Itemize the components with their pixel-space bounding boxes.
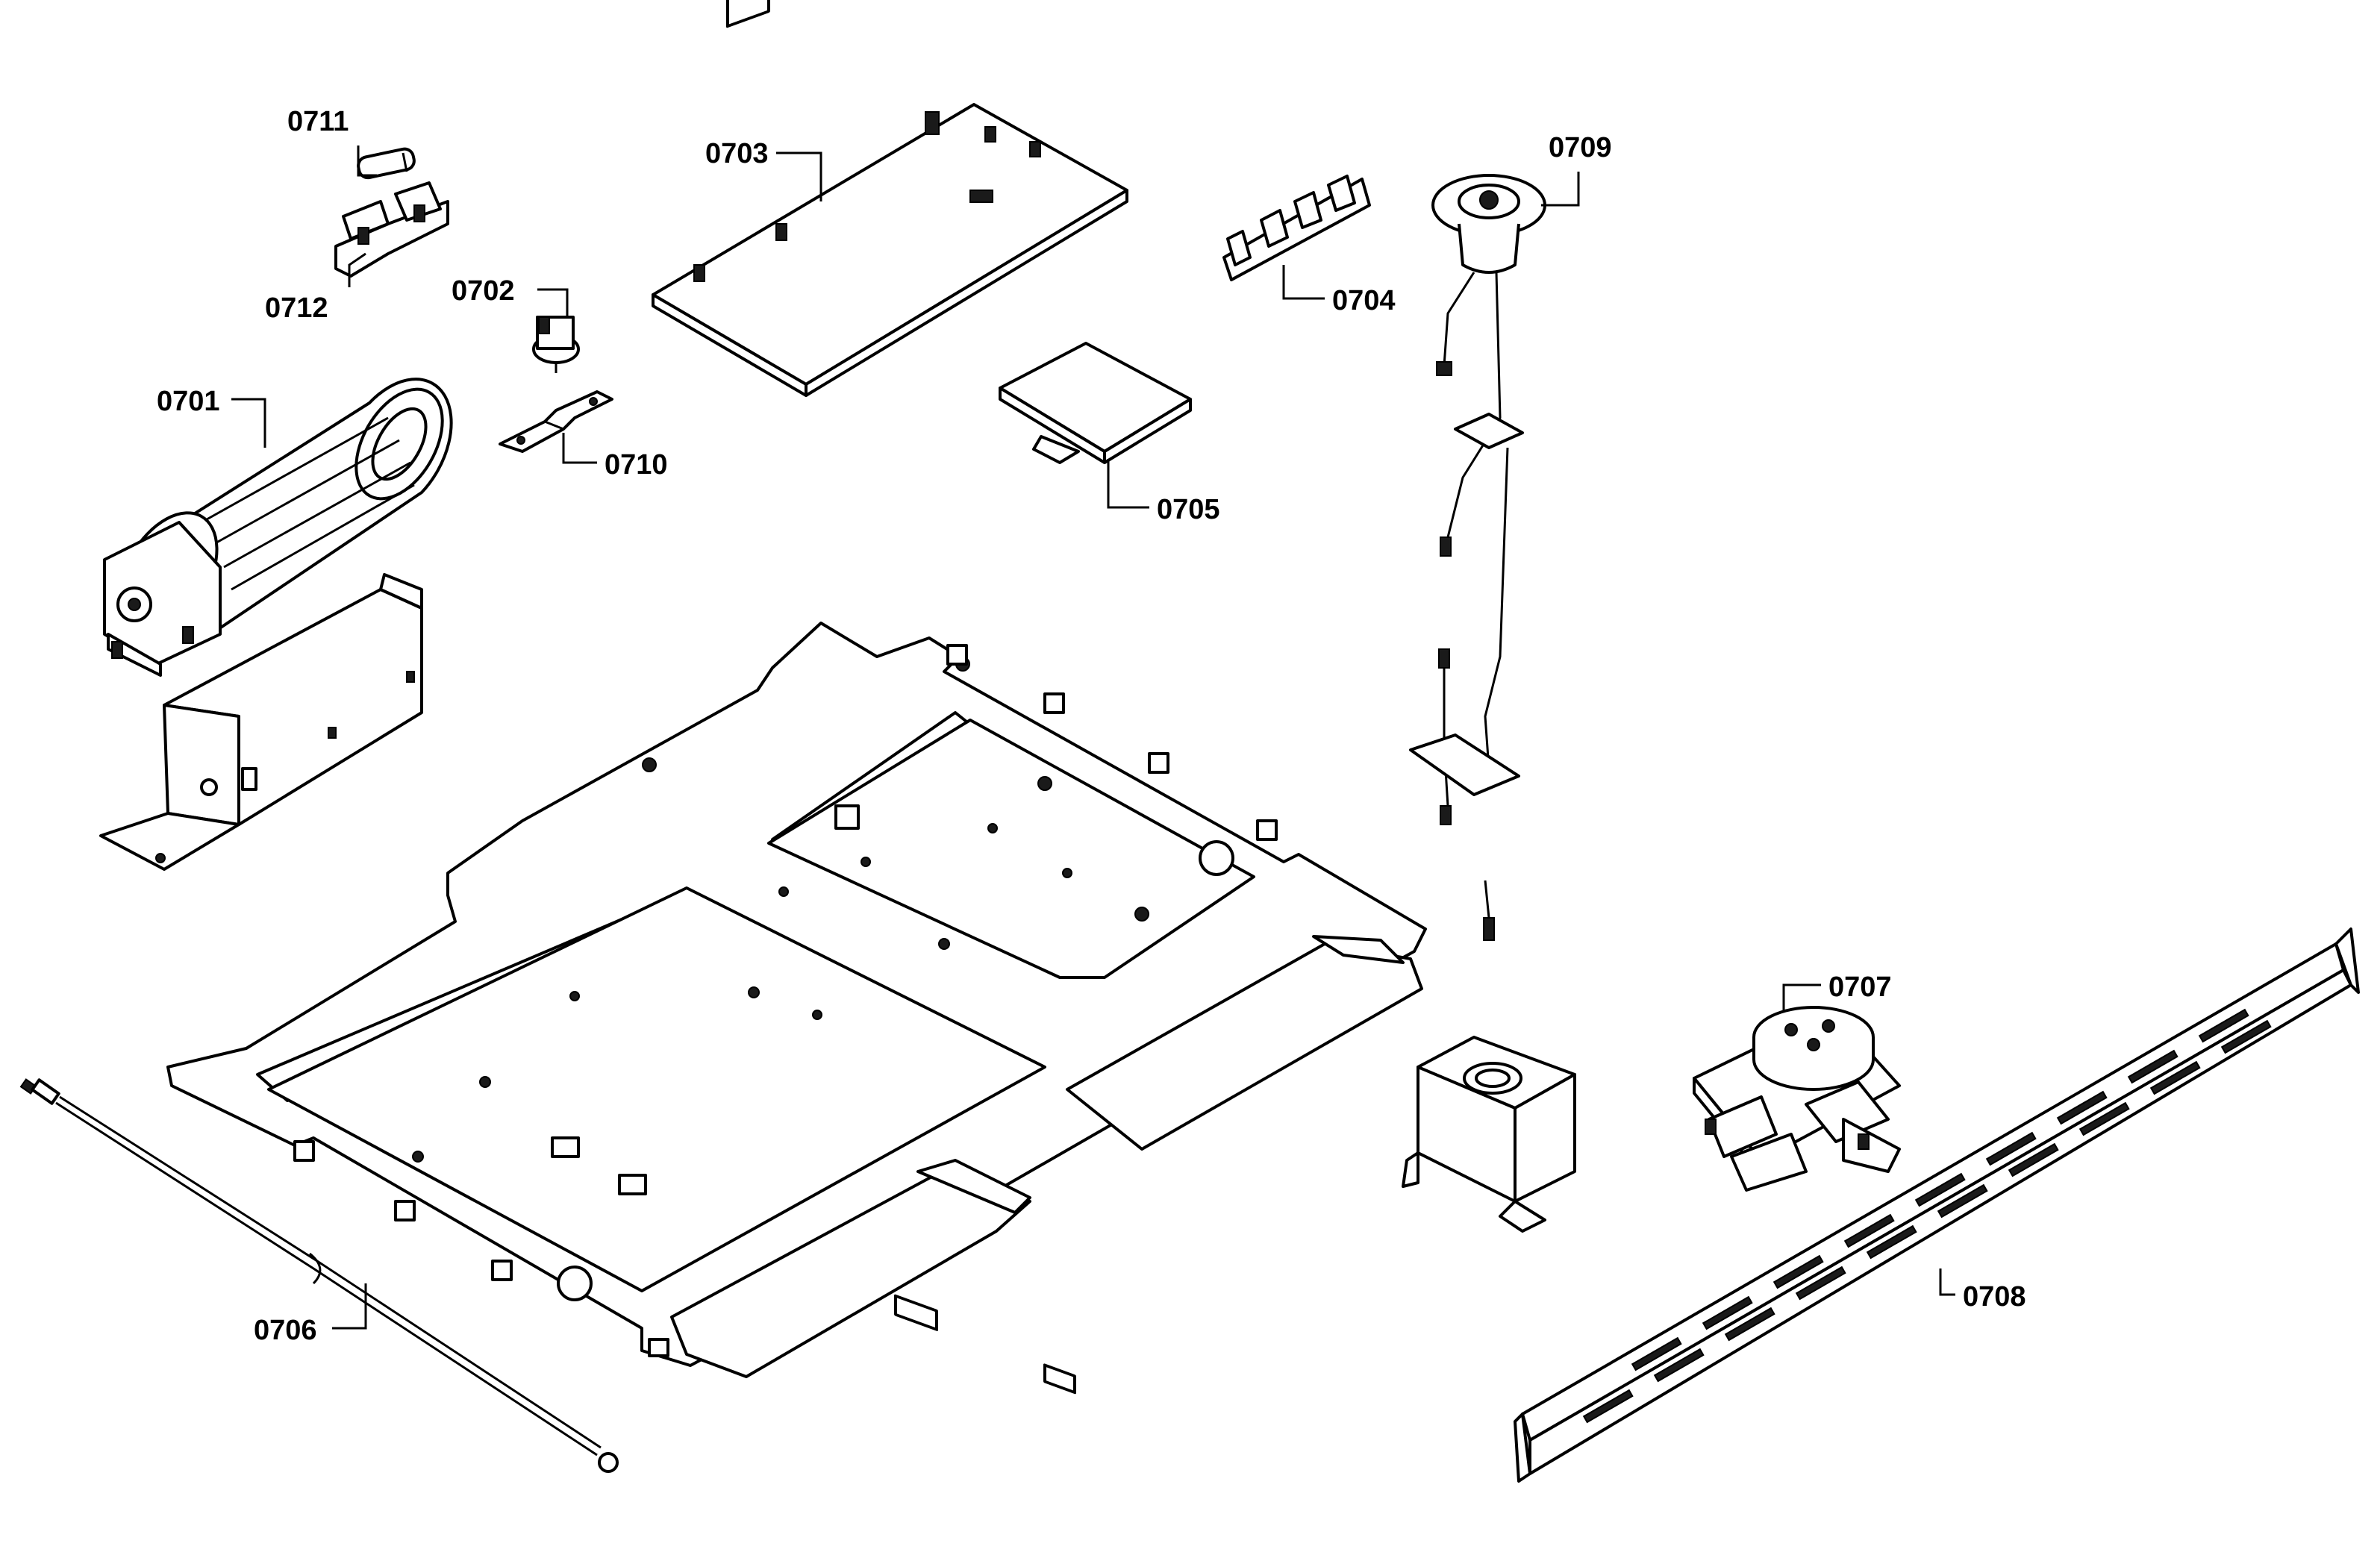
lamp-socket-harness-part <box>1409 174 1546 941</box>
ground-wire-part <box>19 1078 619 1473</box>
callout-labels: 0711 0712 0703 0709 0702 0704 0701 0710 … <box>157 106 2026 1346</box>
rail-vent-slots <box>1582 1008 2272 1424</box>
thermostat-part <box>532 316 580 373</box>
callout-0704: 0704 <box>1332 285 1396 316</box>
callout-0703: 0703 <box>705 138 769 169</box>
convection-fan-part <box>103 378 453 677</box>
rotisserie-motor-assembly-part <box>1693 1006 1901 1192</box>
fan-mounting-bracket-part <box>99 573 423 871</box>
callout-0711: 0711 <box>287 106 349 137</box>
callout-0708: 0708 <box>1963 1281 2026 1313</box>
terminal-block-part <box>1222 175 1371 281</box>
fuse-holder-part <box>334 181 449 278</box>
relay-housing-part <box>999 342 1192 464</box>
callout-0709: 0709 <box>1549 132 1612 163</box>
callout-0710: 0710 <box>605 449 668 481</box>
motor-mount-bracket-part <box>1402 1036 1576 1233</box>
thermostat-bracket-part <box>499 390 613 453</box>
oven-base-pan-part <box>166 622 1427 1395</box>
callout-leaders <box>231 146 1955 1330</box>
control-board-part <box>652 0 1128 397</box>
callout-0712: 0712 <box>265 293 328 324</box>
side-rail-part <box>1514 927 2360 1483</box>
callout-0702: 0702 <box>452 275 515 307</box>
callout-0705: 0705 <box>1157 494 1220 525</box>
callout-0706: 0706 <box>254 1315 317 1346</box>
callout-0701: 0701 <box>157 386 220 417</box>
callout-0707: 0707 <box>1828 972 1892 1003</box>
